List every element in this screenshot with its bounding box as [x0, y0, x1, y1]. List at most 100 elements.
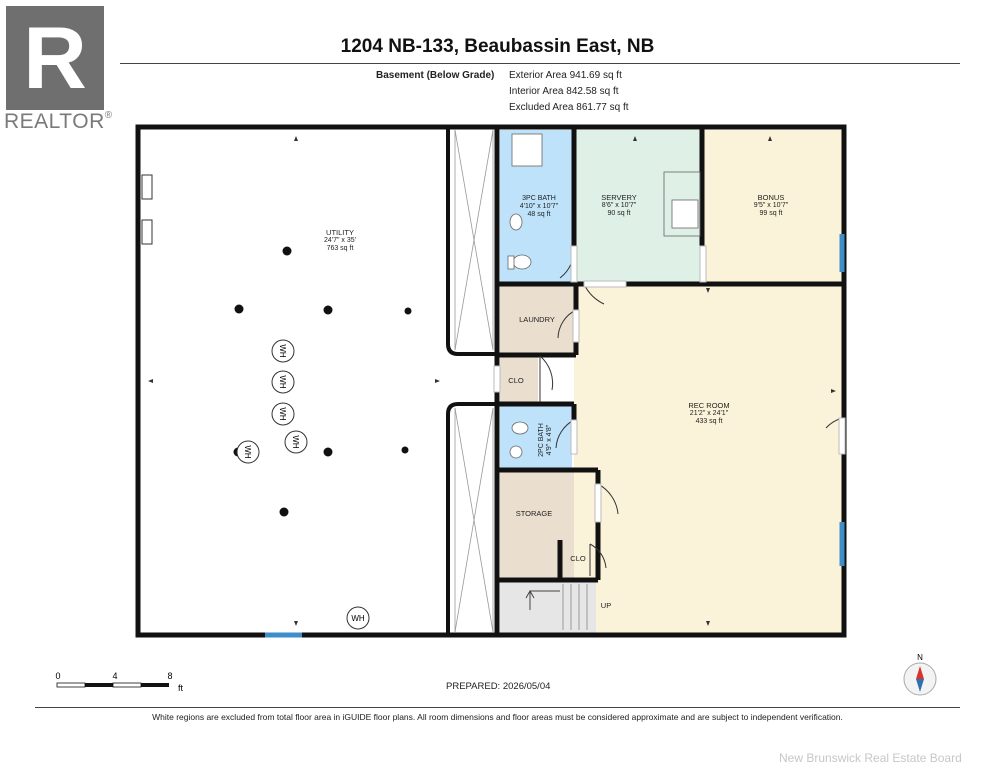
water-heaters: WH WH WH WH WH WH [236, 339, 370, 630]
water-heater-icon [236, 440, 260, 464]
scale-seg [112, 682, 142, 688]
room-storage-label: STORAGE [505, 510, 563, 518]
toilet-icon-2pc [511, 421, 529, 435]
level-label: Basement (Below Grade) [376, 70, 495, 81]
water-heater-icon [271, 370, 295, 394]
water-heater-icon [346, 606, 370, 630]
room-3pc-bath-label: 3PC BATH 4'10" x 10'7" 48 sq ft [504, 195, 574, 219]
stair-treads [562, 584, 588, 630]
room-rec-room-fill-lower [596, 469, 842, 633]
exterior-area: Exterior Area 941.69 sq ft [509, 70, 622, 81]
stairs-up-label: UP [600, 601, 612, 610]
prepared-date: PREPARED: 2026/05/04 [446, 681, 551, 692]
scale-bar: 0 4 8 ft [55, 670, 195, 703]
west-wall-openings [141, 174, 153, 245]
water-heater-label: WH [351, 614, 365, 623]
realtor-wordmark: REALTOR® [4, 110, 113, 134]
stairs-label: UP [594, 602, 618, 610]
room-bonus-dims: 9'5" x 10'7" [753, 202, 789, 209]
scale-seg [85, 683, 113, 687]
stairs-fill [500, 580, 596, 633]
realtor-wordmark-text: REALTOR [4, 110, 105, 133]
room-utility-dims: 24'7" x 35' [323, 237, 356, 244]
dimension-markers [148, 136, 836, 626]
room-bonus-fill [702, 130, 842, 282]
room-2pc-bath-fill [500, 405, 572, 469]
water-heater-label: WH [243, 445, 252, 459]
room-bonus-label: BONUS 9'5" x 10'7" 99 sq ft [730, 194, 812, 218]
water-heater-label: WH [278, 375, 287, 389]
room-3pc-bath-area: 48 sq ft [527, 211, 551, 218]
door-openings [493, 245, 846, 523]
scale-tick-8: 8 [167, 671, 172, 681]
realtor-logo-letter: R [23, 8, 87, 107]
room-utility-area: 763 sq ft [326, 245, 354, 252]
scale-unit: ft [178, 683, 184, 693]
room-utility-label: UTILITY 24'7" x 35' 763 sq ft [300, 229, 380, 253]
room-storage-name: STORAGE [515, 509, 553, 518]
room-clo-label: CLO [502, 377, 530, 385]
windows [265, 234, 845, 638]
shower-icon [511, 133, 543, 167]
room-rec-room-area: 433 sq ft [695, 418, 723, 425]
support-posts [233, 246, 412, 517]
interior-area: Interior Area 842.58 sq ft [509, 86, 619, 97]
room-servery-label: SERVERY 8'6" x 10'7" 90 sq ft [578, 194, 660, 218]
header-divider [120, 63, 960, 64]
realtor-logo: R REALTOR® [4, 6, 112, 134]
room-3pc-bath-name: 3PC BATH [522, 195, 556, 202]
toilet-icon [512, 254, 532, 270]
water-heater-icon [271, 339, 295, 363]
room-servery-area: 90 sq ft [607, 210, 631, 217]
room-laundry-label: LAUNDRY [504, 316, 570, 324]
water-heater-icon [271, 402, 295, 426]
scale-seg [141, 683, 169, 687]
water-heater-label: WH [291, 435, 300, 449]
water-heater-label: WH [278, 344, 287, 358]
room-laundry-fill [500, 285, 574, 353]
water-heater-label: WH [278, 407, 287, 421]
room-utility-name: UTILITY [326, 228, 354, 237]
stairs-arrowhead-icon [525, 589, 535, 599]
room-2pc-bath-name: 2PC BATH [538, 423, 545, 457]
property-title: 1204 NB-133, Beaubassin East, NB [340, 36, 655, 57]
chase-shaft-lines [454, 129, 494, 633]
room-rec-room-dims: 21'2" x 24'1" [689, 410, 729, 417]
room-2pc-bath-dims: 4'9" x 4'8" [546, 424, 553, 456]
room-clo-name-2: CLO [570, 554, 586, 563]
sink-icon [509, 213, 523, 231]
utility-chase [446, 127, 497, 635]
compass: N [898, 652, 942, 703]
compass-needle-south-icon [916, 679, 924, 692]
room-clo-label-2: CLO [564, 555, 592, 563]
room-servery-name: SERVERY [601, 193, 637, 202]
servery-counter [663, 171, 701, 237]
room-bonus-name: BONUS [757, 193, 785, 202]
room-rec-room-label: REC ROOM 21'2" x 24'1" 433 sq ft [654, 402, 764, 426]
registered-mark: ® [104, 110, 113, 121]
room-servery-dims: 8'6" x 10'7" [601, 202, 637, 209]
room-3pc-bath-dims: 4'10" x 10'7" [519, 203, 559, 210]
room-rec-room-name: REC ROOM [688, 401, 730, 410]
room-bonus-area: 99 sq ft [759, 210, 783, 217]
room-laundry-name: LAUNDRY [519, 315, 555, 324]
footer-divider [35, 707, 960, 708]
room-clo-fill [500, 356, 538, 402]
compass-needle-north-icon [916, 666, 924, 679]
board-watermark: New Brunswick Real Estate Board [779, 751, 962, 765]
scale-seg [56, 682, 86, 688]
bathroom-fixtures [507, 133, 701, 459]
toilet-tank-icon [507, 255, 515, 270]
excluded-area: Excluded Area 861.77 sq ft [509, 102, 629, 113]
servery-sink-icon [671, 199, 699, 229]
compass-north-label: N [917, 653, 923, 662]
room-clo-name: CLO [508, 376, 524, 385]
realtor-logo-mark: R [6, 6, 104, 110]
scale-tick-4: 4 [112, 671, 117, 681]
disclaimer: White regions are excluded from total fl… [152, 712, 843, 722]
scale-tick-0: 0 [55, 671, 60, 681]
room-2pc-bath-label: 2PC BATH 4'9" x 4'8" [538, 410, 554, 470]
water-heater-icon [284, 430, 308, 454]
sink-icon-2pc [509, 445, 523, 459]
